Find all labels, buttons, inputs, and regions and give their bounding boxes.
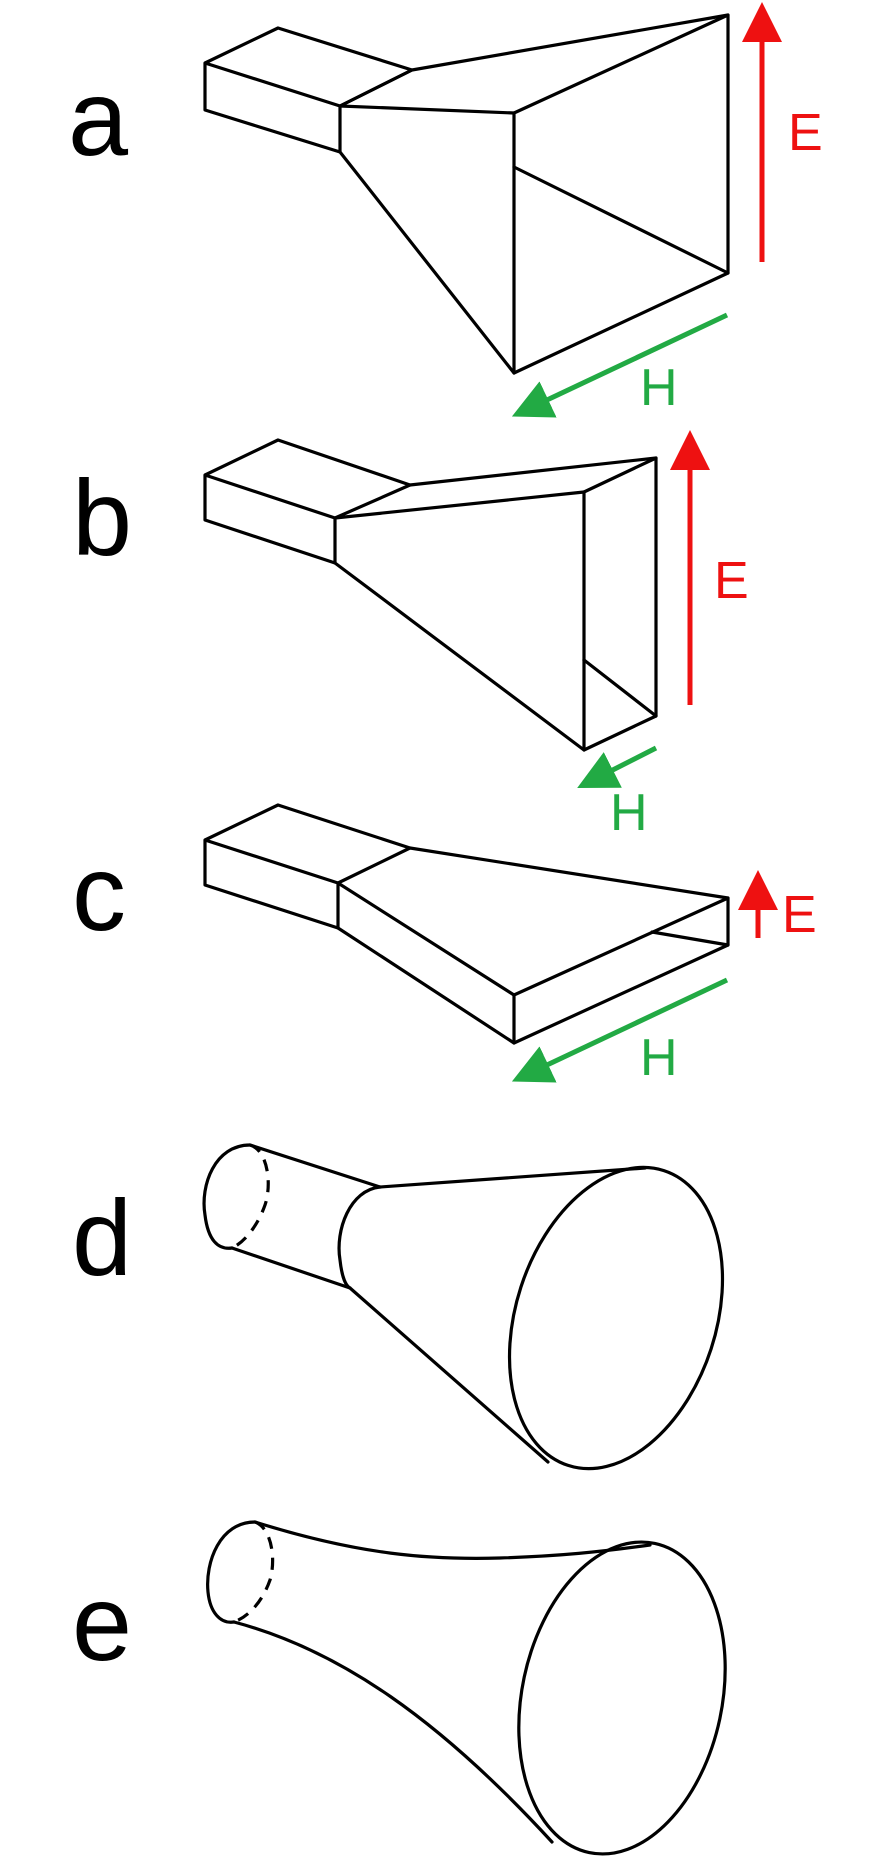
aperture-inner-edge (582, 658, 658, 718)
flare-top-edge (338, 13, 730, 108)
h-field-label: H (640, 1029, 678, 1087)
flare-front-top (336, 881, 516, 997)
cone-bottom-edge (348, 1286, 550, 1464)
conical-horn-drawing (202, 1143, 725, 1471)
panel-a: a E H (68, 2, 823, 418)
throat-rim (337, 1185, 382, 1290)
e-field-label: E (788, 104, 823, 162)
flare-bottom-edge (338, 150, 516, 375)
waveguide-outline (203, 438, 412, 565)
cone-top-edge (378, 1166, 647, 1189)
panel-b: b E H (72, 430, 749, 842)
pyramidal-horn-drawing (203, 13, 730, 375)
throat-rim (206, 1520, 257, 1624)
panel-d: d (72, 1143, 725, 1471)
waveguide-hidden-rim (231, 1143, 270, 1250)
e-field-label: E (782, 886, 817, 944)
flare-front-top (338, 104, 516, 115)
flare-top-edge (408, 846, 730, 900)
aperture-outline (512, 13, 730, 375)
flare-front-top (333, 490, 586, 520)
aperture-rim (517, 1540, 727, 1856)
panel-label-d: d (72, 1177, 132, 1298)
throat-hidden-rim (233, 1520, 275, 1624)
aperture-inner-edge (650, 930, 730, 947)
h-field-arrow (511, 977, 729, 1083)
panel-label-b: b (72, 457, 132, 578)
e-plane-horn-drawing (203, 438, 658, 752)
panel-label-c: c (72, 832, 126, 953)
waveguide-back-rim (202, 1143, 252, 1250)
panel-c: c E H (72, 803, 817, 1087)
flare-top-curve (253, 1520, 652, 1560)
flare-bottom-edge (333, 561, 586, 752)
exponential-horn-drawing (206, 1520, 727, 1856)
e-field-label: E (714, 552, 749, 610)
waveguide-top-edge (248, 1143, 382, 1189)
panel-label-a: a (68, 57, 129, 178)
h-field-label: H (640, 359, 678, 417)
h-field-arrow (511, 312, 729, 418)
flare-bottom-edge (336, 926, 516, 1045)
h-field-arrow (577, 745, 658, 789)
aperture-outline (512, 896, 730, 1045)
aperture-rim (507, 1165, 725, 1471)
waveguide-outline (203, 26, 414, 154)
waveguide-bottom-edge (230, 1246, 352, 1290)
aperture-inner-edge (512, 165, 730, 275)
panel-e: e (72, 1520, 727, 1856)
flare-top-edge (408, 456, 658, 487)
flare-bottom-curve (232, 1620, 554, 1844)
panel-label-e: e (72, 1562, 132, 1683)
h-plane-horn-drawing (203, 803, 730, 1045)
h-field-label: H (610, 784, 648, 842)
